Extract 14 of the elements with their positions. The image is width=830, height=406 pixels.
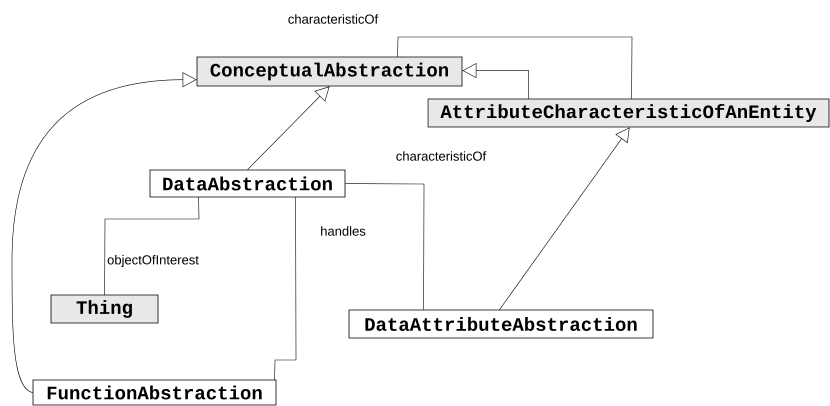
association-line [104,197,200,295]
edge-label: characteristicOf [394,150,488,162]
class-box: ConceptualAbstraction [196,56,462,86]
class-box: Thing [50,294,158,324]
class-box: DataAbstraction [150,170,346,198]
edge-label: handles [319,225,367,237]
edge-label: characteristicOf [286,13,380,25]
association-line [345,183,424,310]
association-line [397,36,632,99]
edge-label: objectOfInterest [106,254,200,268]
class-box: FunctionAbstraction [32,380,276,406]
association-line [274,197,296,380]
class-box: DataAttributeAbstraction [348,310,654,338]
class-box: AttributeCharacteristicOfAnEntity [428,98,830,128]
